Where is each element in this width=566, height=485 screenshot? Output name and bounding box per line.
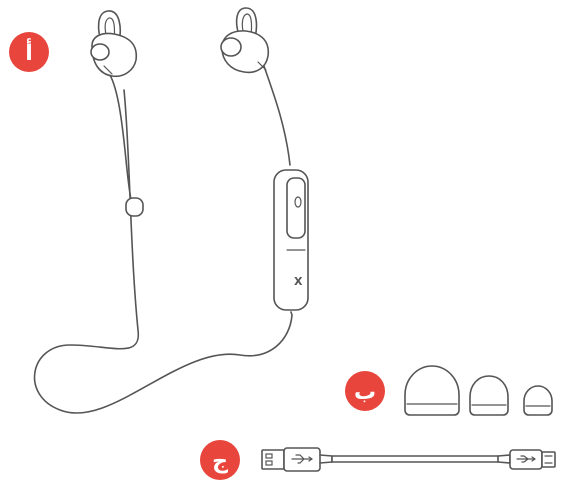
ear-tips-illustration: ب <box>345 366 552 415</box>
right-cable-segment <box>262 60 290 165</box>
usb-a-plug <box>262 448 332 471</box>
ear-tip-medium <box>470 376 508 415</box>
left-cable-segment <box>110 75 133 210</box>
right-earbud <box>221 8 268 72</box>
remote-control-panel <box>287 178 305 238</box>
badge-ear-tips-label: ب <box>354 380 376 405</box>
micro-usb-plug <box>498 450 555 469</box>
remote-button-label: X <box>294 275 303 288</box>
earphones-illustration: X أ <box>9 8 308 413</box>
ear-tip-small <box>524 386 552 415</box>
badge-earphones-label: أ <box>25 37 33 66</box>
usb-cable-illustration: ج <box>200 440 555 480</box>
left-ear-tip <box>91 44 109 60</box>
badge-earphones: أ <box>9 32 49 72</box>
usb-cable-wire <box>332 456 498 462</box>
left-earbud <box>91 11 136 76</box>
cable-slider <box>126 198 143 216</box>
right-ear-tip <box>221 38 241 56</box>
ear-tip-large <box>405 366 459 415</box>
earphones-cable <box>35 90 292 413</box>
inline-remote: X <box>274 170 308 310</box>
badge-usb-cable-label: ج <box>212 449 228 474</box>
